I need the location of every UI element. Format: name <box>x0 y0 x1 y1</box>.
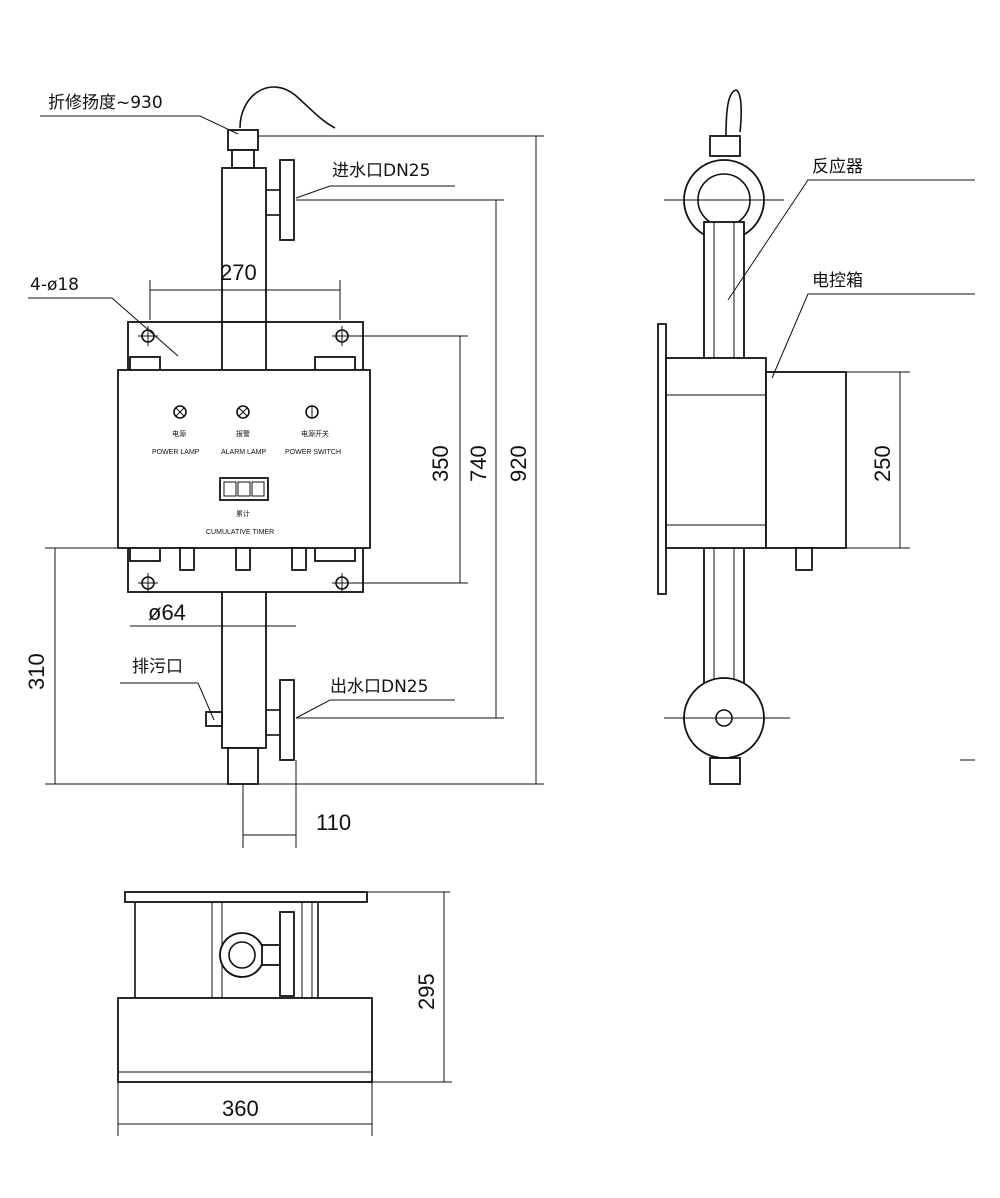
mounting-hole-icon <box>332 573 352 593</box>
dim-350: 350 <box>428 445 453 482</box>
bottom-nut <box>227 747 259 785</box>
power-switch-cn: 电源开关 <box>301 429 329 438</box>
dim-250: 250 <box>870 445 895 482</box>
label-drain: 排污口 <box>132 657 183 677</box>
label-water-inlet: 进水口DN25 <box>332 161 430 181</box>
side-cable <box>725 89 742 137</box>
timer-en: CUMULATIVE TIMER <box>206 529 274 536</box>
power-lamp-cn: 电源 <box>172 429 186 438</box>
control-box <box>117 369 371 549</box>
inlet-flange <box>279 159 295 241</box>
timer-cn: 累计 <box>236 509 250 518</box>
label-water-outlet: 出水口DN25 <box>330 677 428 697</box>
label-mount-holes: 4-ø18 <box>30 275 79 295</box>
label-cable-length: 折修扬度~930 <box>48 93 163 113</box>
dim-360: 360 <box>222 1096 259 1121</box>
label-control-box: 电控箱 <box>812 271 863 291</box>
dim-295: 295 <box>414 973 439 1010</box>
top-view-control-box <box>117 997 373 1083</box>
side-view: 250 反应器 电控箱 <box>657 89 975 785</box>
alarm-lamp-icon <box>236 405 250 419</box>
dim-310: 310 <box>24 653 49 690</box>
top-nut <box>227 129 259 151</box>
top-mounting-plate <box>124 891 368 903</box>
power-switch-icon <box>305 405 319 419</box>
top-view-pipe <box>219 932 265 978</box>
dim-920: 920 <box>506 445 531 482</box>
dim-ø64: ø64 <box>148 600 186 625</box>
mounting-hole-icon <box>332 326 352 346</box>
alarm-lamp-cn: 报警 <box>236 429 250 438</box>
power-cable <box>239 86 336 129</box>
power-lamp-icon <box>173 405 187 419</box>
front-view: 电源 报警 电源开关 POWER LAMP ALARM LAMP POWER S… <box>24 86 544 848</box>
power-switch-en: POWER SWITCH <box>285 449 341 456</box>
mounting-hole-icon <box>138 573 158 593</box>
power-lamp-en: POWER LAMP <box>152 449 200 456</box>
control-box-side <box>665 357 767 549</box>
alarm-lamp-en: ALARM LAMP <box>221 449 266 456</box>
wall-plate <box>657 323 667 595</box>
dim-110: 110 <box>316 810 351 835</box>
outlet-flange <box>279 679 295 761</box>
dim-740: 740 <box>466 445 491 482</box>
top-view: 295 360 <box>117 891 452 1136</box>
timer-display <box>219 477 269 501</box>
dim-270: 270 <box>220 260 257 285</box>
label-reactor: 反应器 <box>812 157 863 177</box>
